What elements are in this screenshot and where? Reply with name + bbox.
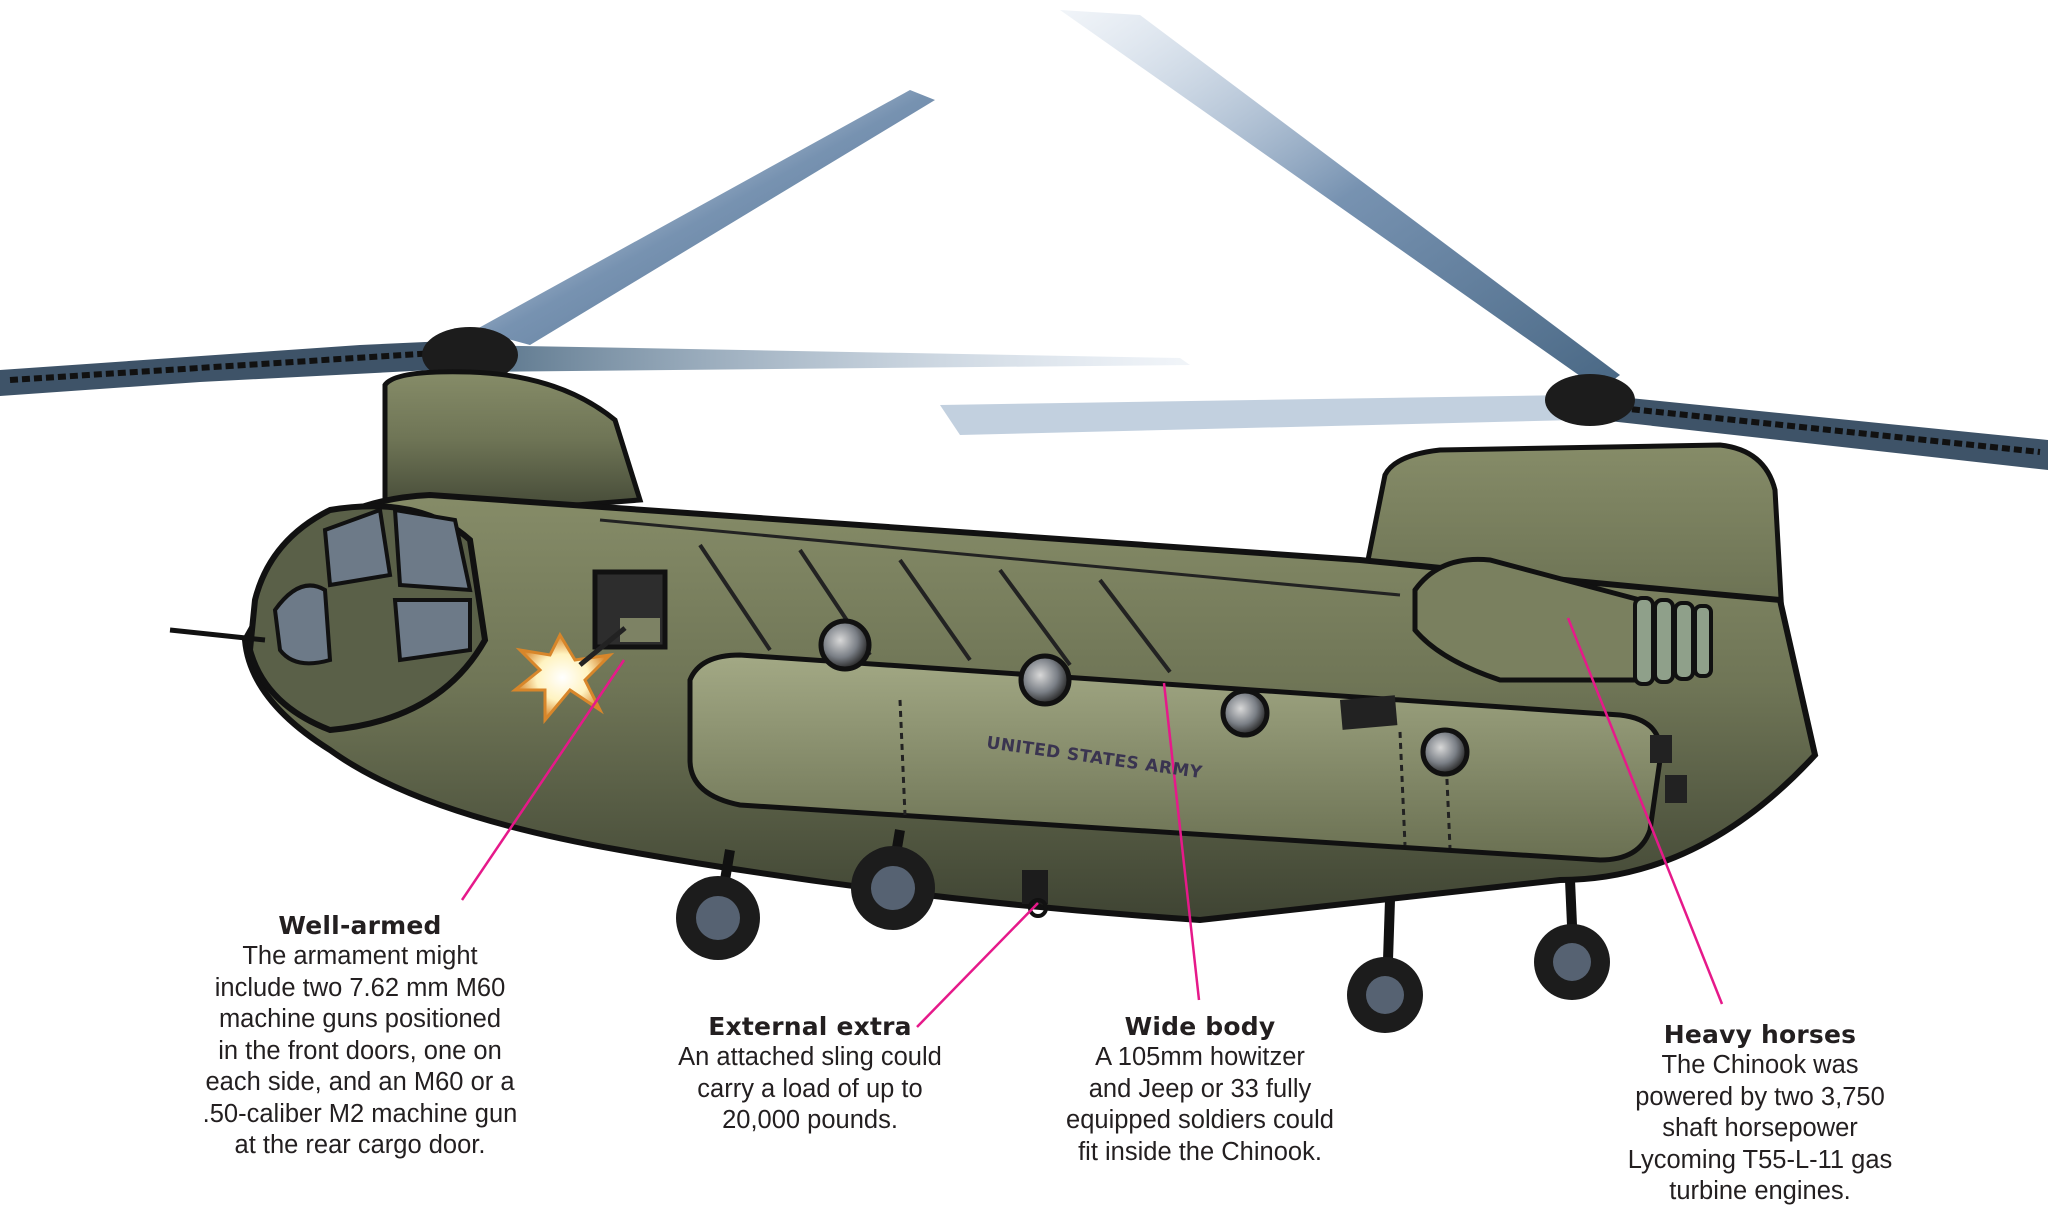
turbine-engine: [1412, 556, 1713, 686]
callout-body: An attached sling could carry a load of …: [678, 1043, 942, 1134]
callout-wide-body: Wide body A 105mm howitzer and Jeep or 3…: [1040, 1011, 1360, 1168]
aft-vents: [1340, 695, 1687, 803]
sponson: [687, 652, 1663, 863]
callout-body: The armament might include two 7.62 mm M…: [202, 942, 518, 1159]
callout-title: Heavy horses: [1663, 1020, 1857, 1049]
callout-external-extra: External extra An attached sling could c…: [650, 1011, 970, 1137]
landing-gear: [676, 829, 1610, 1033]
pitot-probe: [169, 627, 266, 643]
callout-body: A 105mm howitzer and Jeep or 33 fully eq…: [1066, 1043, 1334, 1166]
callout-well-armed: Well-armed The armament might include tw…: [160, 910, 560, 1162]
leader-line-external-extra: [916, 902, 1039, 1028]
callout-body: The Chinook was powered by two 3,750 sha…: [1627, 1051, 1893, 1205]
cockpit-windows: [272, 507, 473, 666]
muzzle-flash: [510, 626, 627, 725]
leader-line-well-armed: [460, 659, 626, 901]
callout-heavy-horses: Heavy horses The Chinook was powered by …: [1590, 1019, 1930, 1208]
callout-title: Wide body: [1124, 1012, 1276, 1041]
porthole-windows: [818, 618, 1470, 777]
leader-line-wide-body: [1162, 682, 1201, 1001]
leader-lines: [460, 617, 1724, 1028]
callout-title: Well-armed: [278, 911, 442, 940]
rotor-blades: [0, 10, 2048, 470]
leader-line-heavy-horses: [1566, 617, 1724, 1005]
callout-title: External extra: [708, 1012, 912, 1041]
forward-pylon: [382, 369, 644, 523]
